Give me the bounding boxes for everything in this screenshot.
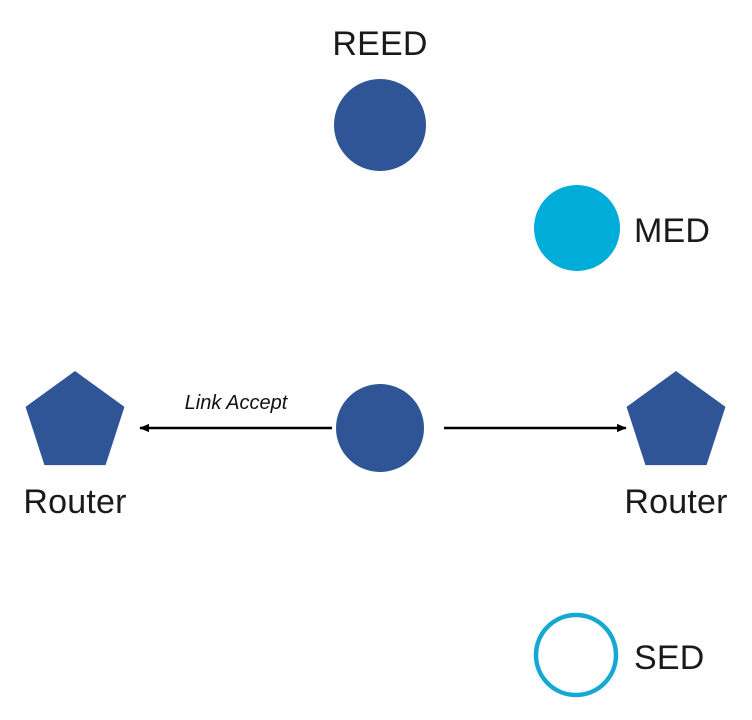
node-router-left[interactable]: Router xyxy=(23,371,126,521)
reed-circle-icon xyxy=(334,79,426,171)
node-reed[interactable]: REED xyxy=(332,25,427,171)
med-circle-icon xyxy=(534,185,620,271)
router-right-pentagon-icon xyxy=(626,371,726,466)
sed-circle-outline-icon xyxy=(533,612,619,698)
router-left-pentagon-icon xyxy=(25,371,125,466)
router-left-label: Router xyxy=(23,483,126,521)
med-label: MED xyxy=(634,212,710,250)
node-router-right[interactable]: Router xyxy=(624,371,727,521)
node-med[interactable]: MED xyxy=(534,185,710,271)
edge-link-accept[interactable]: Link Accept xyxy=(139,392,332,433)
node-group: REED MED Router Router xyxy=(23,25,727,698)
link-accept-label: Link Accept xyxy=(185,392,289,414)
node-leader[interactable] xyxy=(336,384,424,472)
reed-label: REED xyxy=(332,25,427,63)
leader-circle-icon xyxy=(336,384,424,472)
sed-label: SED xyxy=(634,639,705,677)
edge-group: Link Accept xyxy=(139,392,627,433)
router-right-label: Router xyxy=(624,483,727,521)
node-sed[interactable]: SED xyxy=(533,612,705,698)
